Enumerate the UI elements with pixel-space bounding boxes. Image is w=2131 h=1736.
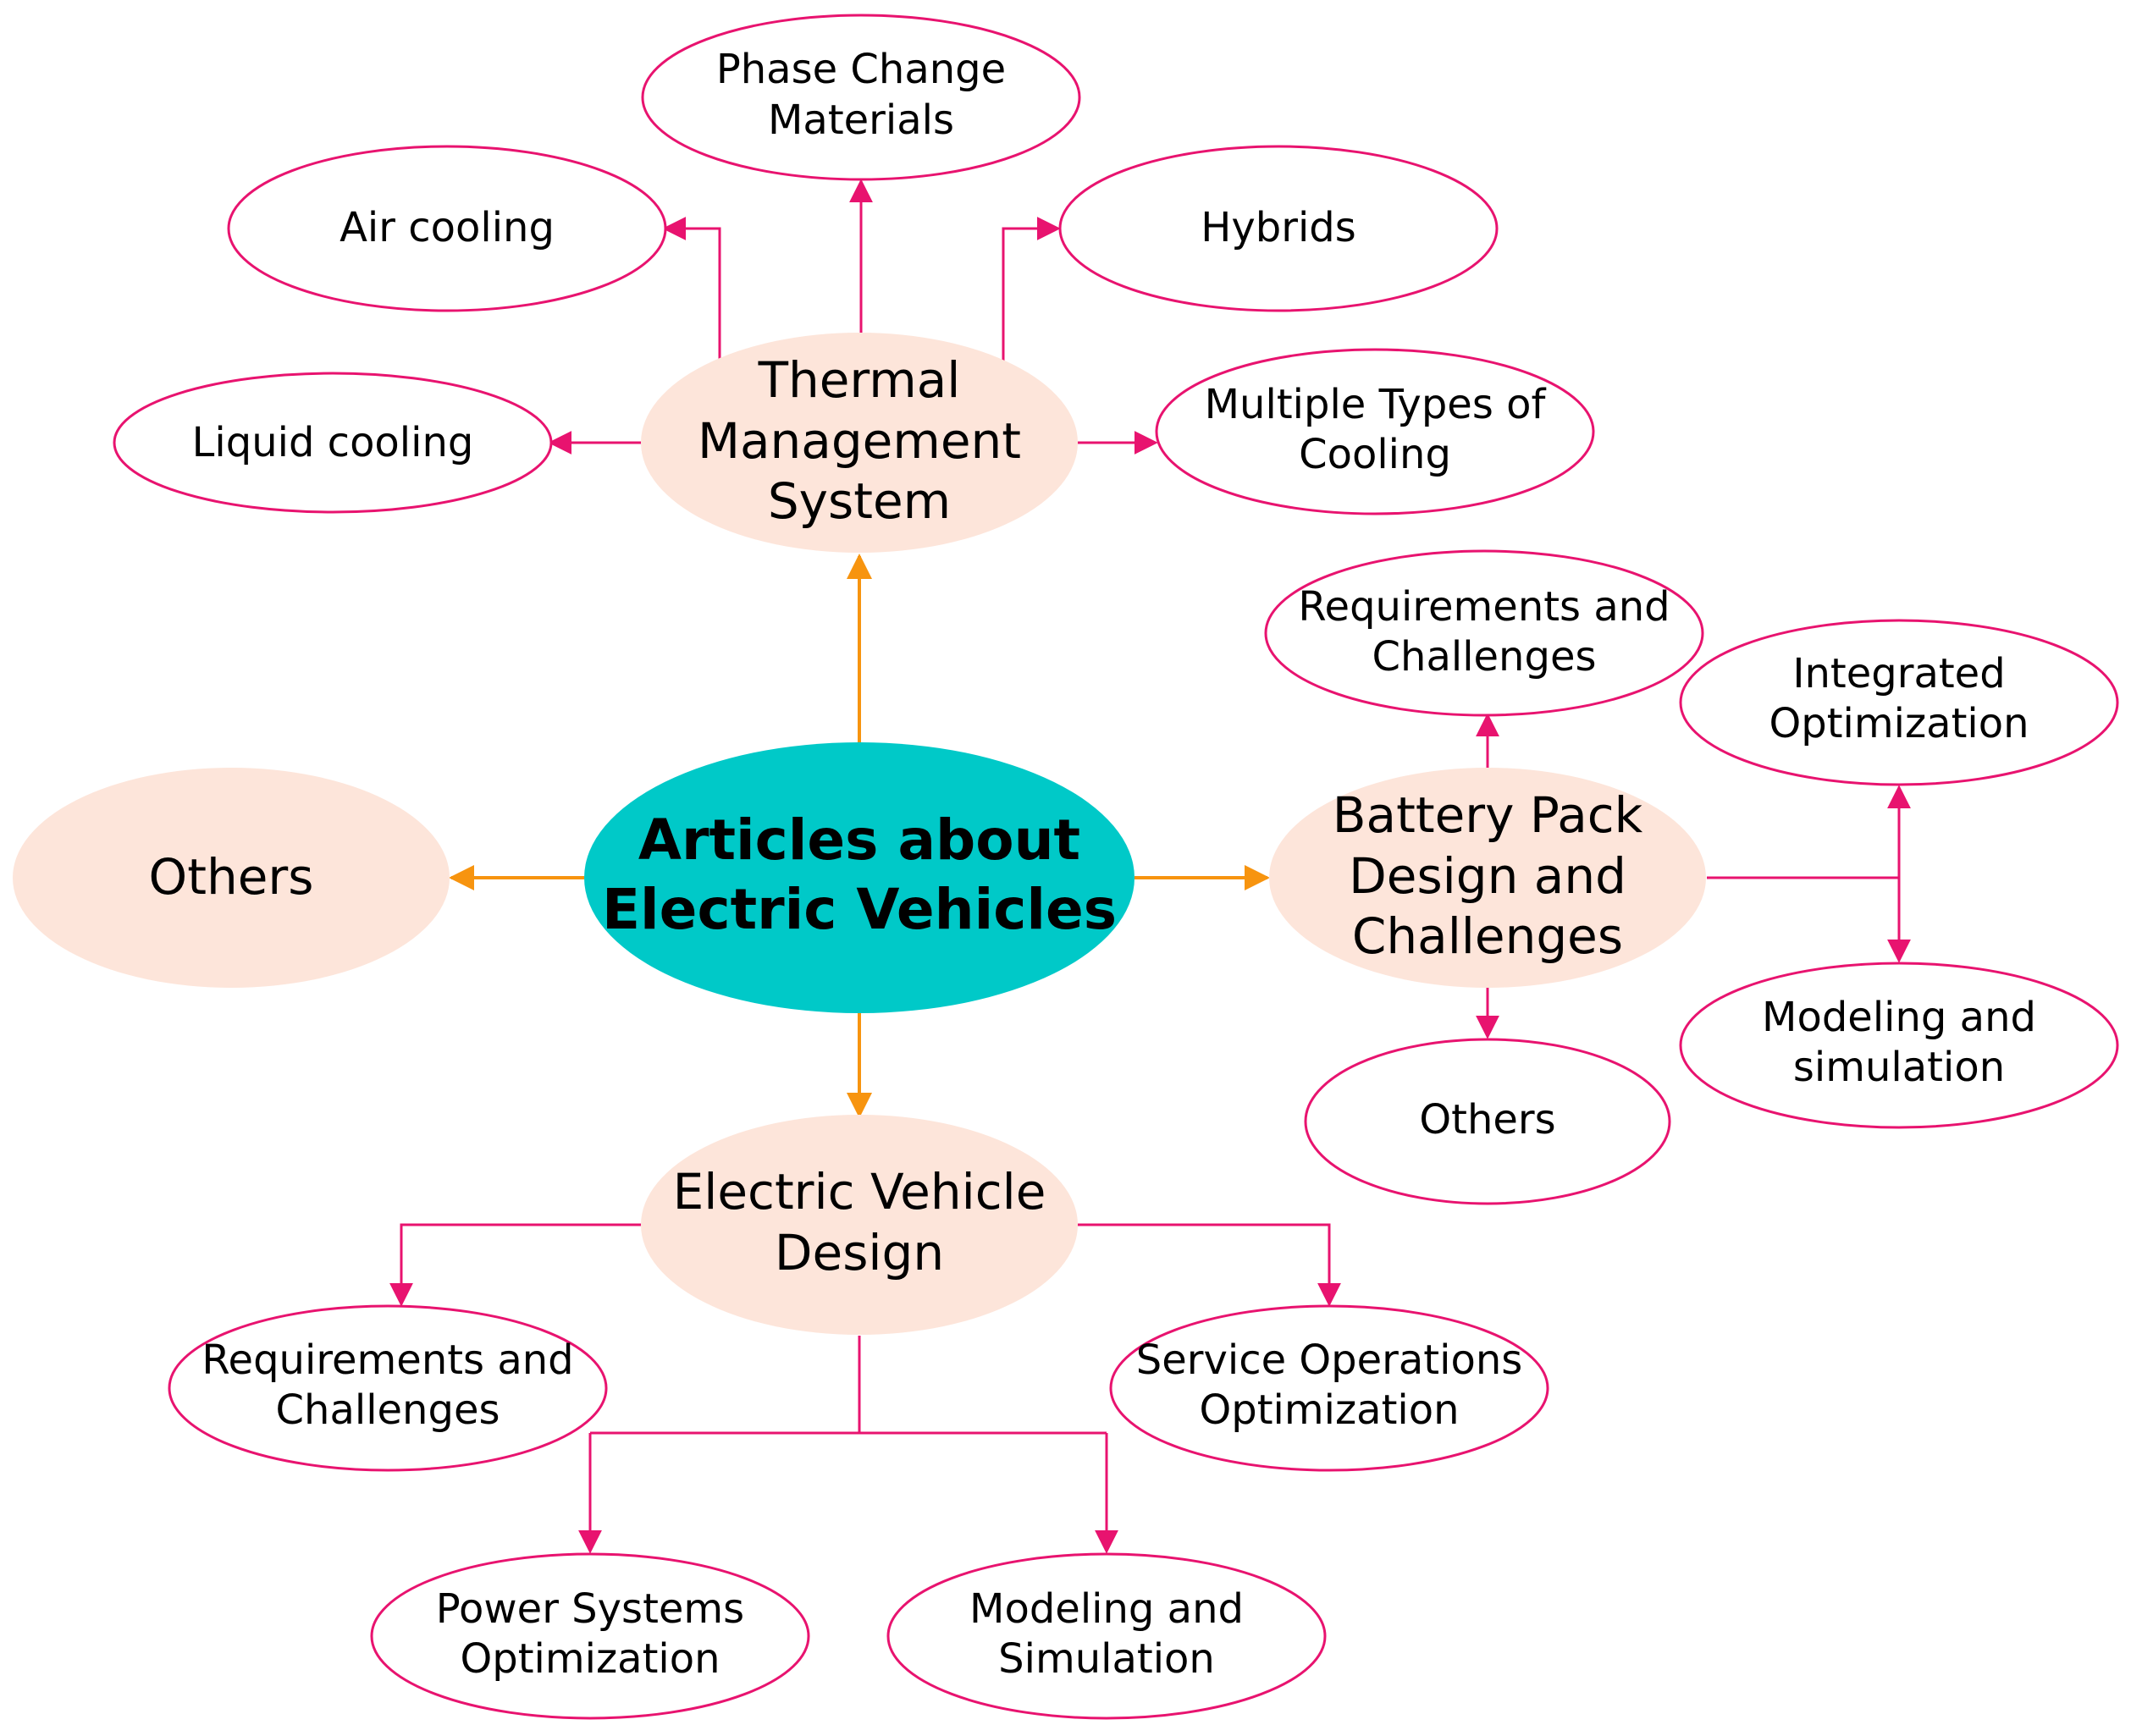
leaf-battery-integrated-line-2: Optimization bbox=[1769, 700, 2029, 747]
ev-design-line-1: Electric Vehicle bbox=[673, 1163, 1046, 1221]
leaf-phase-change-line-1: Phase Change bbox=[716, 46, 1006, 93]
ev-design-line-2: Design bbox=[775, 1224, 944, 1281]
thermal-connectors bbox=[548, 179, 1158, 455]
leaf-ev-requirements: Requirements and Challenges bbox=[168, 1304, 608, 1472]
leaf-ev-power-line-1: Power Systems bbox=[436, 1585, 744, 1633]
ev-design-node: Electric Vehicle Design bbox=[641, 1115, 1078, 1335]
leaf-air-cooling-label: Air cooling bbox=[340, 204, 555, 251]
battery-line-1: Battery Pack bbox=[1333, 786, 1643, 844]
leaf-multiple-types: Multiple Types of Cooling bbox=[1155, 348, 1595, 515]
leaf-air-cooling: Air cooling bbox=[227, 145, 667, 312]
leaf-ev-modeling-line-1: Modeling and bbox=[969, 1585, 1244, 1633]
thermal-line-3: System bbox=[768, 472, 951, 530]
battery-node: Battery Pack Design and Challenges bbox=[1269, 768, 1706, 988]
ev-design-connectors bbox=[389, 1223, 1341, 1554]
leaf-ev-service-line-1: Service Operations bbox=[1136, 1336, 1523, 1384]
center-line-2: Electric Vehicles bbox=[602, 877, 1117, 942]
leaf-battery-modeling: Modeling and simulation bbox=[1679, 962, 2119, 1129]
battery-line-3: Challenges bbox=[1352, 907, 1623, 965]
leaf-hybrids-label: Hybrids bbox=[1201, 204, 1356, 251]
leaf-battery-others: Others bbox=[1304, 1038, 1671, 1205]
leaf-hybrids: Hybrids bbox=[1058, 145, 1499, 312]
leaf-ev-requirements-line-2: Challenges bbox=[276, 1386, 500, 1434]
battery-connectors bbox=[1476, 713, 1911, 1039]
thermal-line-1: Thermal bbox=[758, 351, 961, 409]
leaf-ev-service-line-2: Optimization bbox=[1199, 1386, 1459, 1434]
arrow-ev-to-service bbox=[1078, 1223, 1341, 1307]
arrow-thermal-to-air-cooling bbox=[662, 217, 721, 361]
others-label: Others bbox=[149, 848, 314, 906]
leaf-battery-modeling-line-1: Modeling and bbox=[1762, 994, 2036, 1041]
arrow-ev-to-requirements bbox=[389, 1223, 641, 1307]
leaf-ev-modeling-line-2: Simulation bbox=[998, 1635, 1215, 1683]
leaf-battery-others-label: Others bbox=[1419, 1096, 1555, 1144]
main-connectors bbox=[449, 554, 1270, 1118]
battery-line-2: Design and bbox=[1349, 847, 1626, 905]
leaf-phase-change: Phase Change Materials bbox=[641, 14, 1081, 181]
leaf-battery-integrated: Integrated Optimization bbox=[1679, 619, 2119, 786]
leaf-ev-power-line-2: Optimization bbox=[460, 1635, 720, 1683]
arrow-thermal-to-hybrids bbox=[1002, 217, 1061, 361]
leaf-ev-power: Power Systems Optimization bbox=[370, 1552, 810, 1720]
center-node: Articles about Electric Vehicles bbox=[584, 742, 1135, 1013]
leaf-ev-service: Service Operations Optimization bbox=[1109, 1304, 1549, 1472]
others-node: Others bbox=[13, 768, 450, 988]
leaf-ev-requirements-line-1: Requirements and bbox=[202, 1336, 573, 1384]
leaf-battery-modeling-line-2: simulation bbox=[1793, 1044, 2005, 1091]
leaf-phase-change-line-2: Materials bbox=[768, 96, 954, 144]
leaf-battery-integrated-line-1: Integrated bbox=[1792, 650, 2005, 697]
leaf-battery-requirements-line-2: Challenges bbox=[1372, 633, 1597, 681]
center-line-1: Articles about bbox=[638, 807, 1080, 873]
leaf-liquid-cooling: Liquid cooling bbox=[113, 372, 553, 514]
leaf-battery-requirements: Requirements and Challenges bbox=[1264, 549, 1704, 717]
leaf-multiple-types-line-1: Multiple Types of bbox=[1205, 381, 1547, 428]
leaf-battery-requirements-line-1: Requirements and bbox=[1298, 583, 1670, 631]
leaf-liquid-cooling-label: Liquid cooling bbox=[192, 419, 474, 466]
leaf-multiple-types-line-2: Cooling bbox=[1299, 431, 1451, 478]
thermal-line-2: Management bbox=[698, 412, 1021, 470]
leaf-ev-modeling: Modeling and Simulation bbox=[886, 1552, 1327, 1720]
thermal-node: Thermal Management System bbox=[641, 333, 1078, 553]
